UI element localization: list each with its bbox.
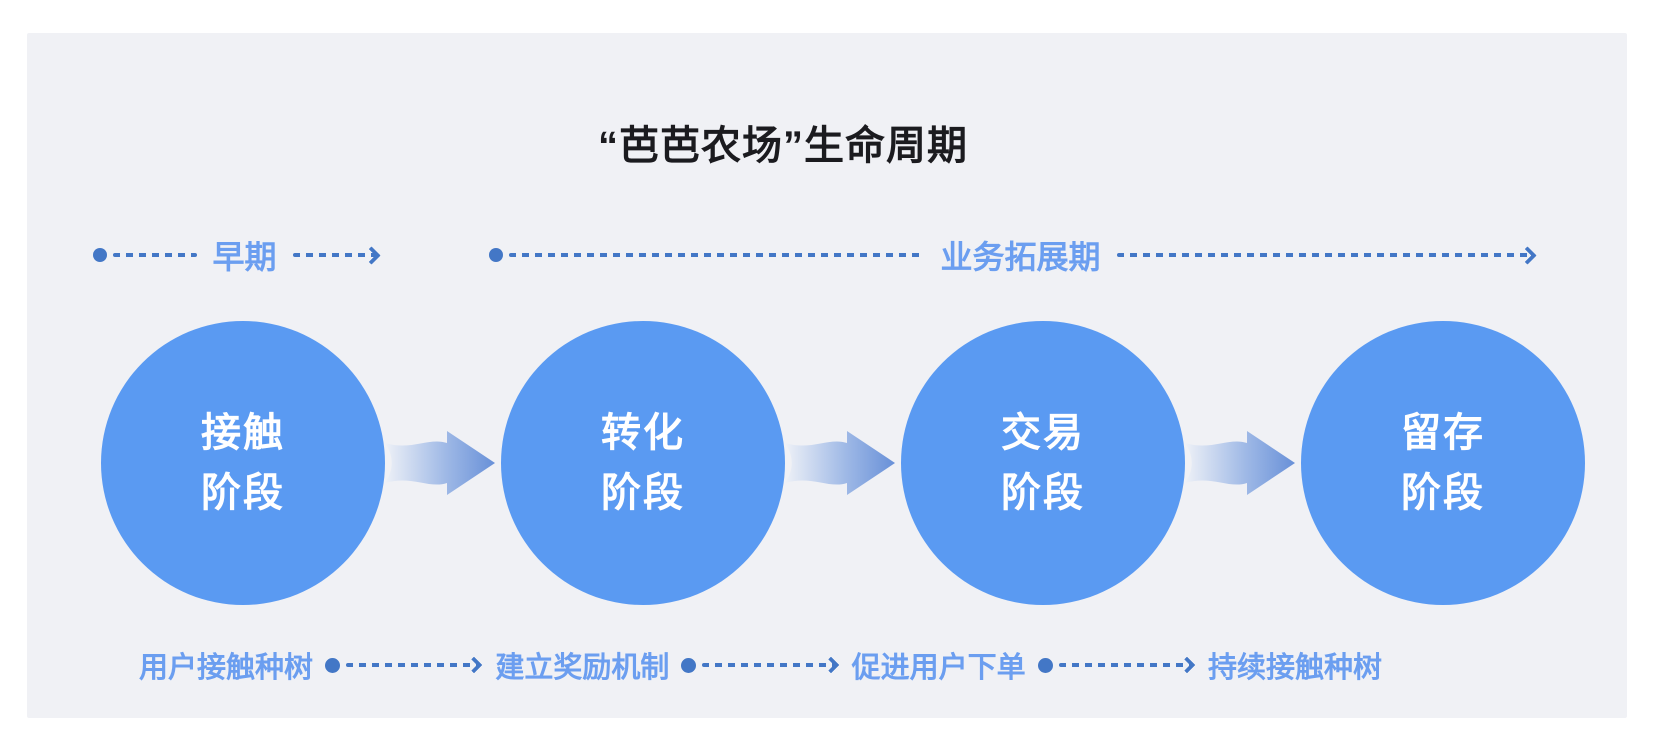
bottom-notes-row: 用户接触种树 建立奖励机制 促进用户下单 持续接触种树 <box>139 645 1382 685</box>
stage-arrow-icon <box>785 431 895 495</box>
stage-circle-transaction: 交易 阶段 <box>901 321 1185 605</box>
diagram-title: “芭芭农场”生命周期 <box>598 124 968 168</box>
timeline-label-early: 早期 <box>212 239 277 275</box>
note-connector <box>681 656 840 674</box>
note-label-transaction: 促进用户下单 <box>851 652 1026 684</box>
dashed-line <box>346 663 480 667</box>
arrow-head-icon <box>1518 245 1537 265</box>
stage-circle-conversion: 转化 阶段 <box>501 321 785 605</box>
diagram-panel: “芭芭农场”生命周期 早期 业务拓展期 接触 阶段 转化 <box>27 33 1627 718</box>
stage-circle-label: 交易 阶段 <box>1001 403 1085 523</box>
stage-circle-label: 转化 阶段 <box>601 403 685 523</box>
stage-label-line2: 阶段 <box>1401 471 1485 515</box>
dashed-line <box>113 253 197 257</box>
stage-label-line1: 交易 <box>1001 411 1085 455</box>
timeline-label-expansion: 业务拓展期 <box>940 239 1101 275</box>
stage-label-line2: 阶段 <box>201 471 285 515</box>
stage-circle-label: 接触 阶段 <box>201 403 285 523</box>
arrow-head-icon <box>362 245 381 265</box>
dashed-line <box>1116 253 1533 257</box>
dashed-line <box>292 253 377 257</box>
note-connector <box>1037 656 1196 674</box>
timeline-segment-early: 早期 <box>93 237 381 275</box>
stage-label-line1: 转化 <box>601 411 685 455</box>
note-connector <box>325 656 483 674</box>
stage-circle-label: 留存 阶段 <box>1401 403 1485 523</box>
stage-label-line2: 阶段 <box>601 471 685 515</box>
timeline-dot-icon <box>489 248 503 262</box>
dashed-line <box>1058 663 1192 667</box>
note-label-conversion: 建立奖励机制 <box>495 652 670 684</box>
stage-circle-contact: 接触 阶段 <box>101 321 385 605</box>
dashed-line <box>702 663 836 667</box>
stage-label-line1: 留存 <box>1401 411 1485 455</box>
arrow-head-icon <box>1178 656 1196 674</box>
note-dot-icon <box>1037 657 1053 673</box>
stage-arrow-icon <box>385 431 495 495</box>
arrow-head-icon <box>465 656 483 674</box>
note-label-contact: 用户接触种树 <box>139 652 314 684</box>
note-dot-icon <box>681 657 697 673</box>
stage-arrow-icon <box>1185 431 1295 495</box>
note-label-retention: 持续接触种树 <box>1207 652 1382 684</box>
note-dot-icon <box>325 657 341 673</box>
dashed-line <box>509 253 925 257</box>
timeline-dot-icon <box>93 248 107 262</box>
timeline-segment-expansion: 业务拓展期 <box>489 237 1537 275</box>
stage-label-line2: 阶段 <box>1001 471 1085 515</box>
arrow-head-icon <box>822 656 840 674</box>
stage-label-line1: 接触 <box>201 411 285 455</box>
stage-circle-retention: 留存 阶段 <box>1301 321 1585 605</box>
